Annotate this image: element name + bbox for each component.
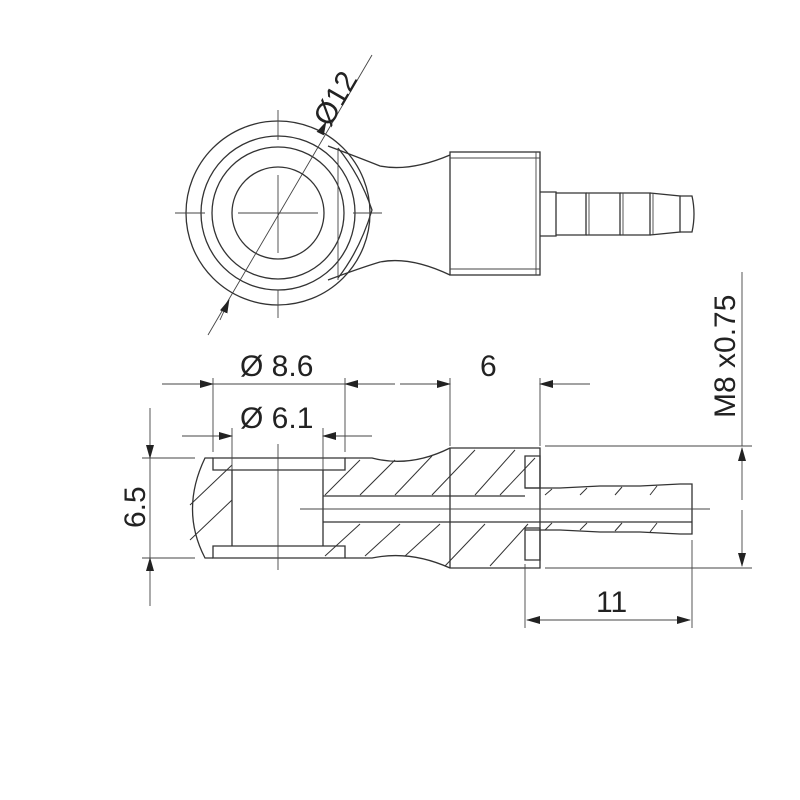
hatch-line — [324, 459, 361, 496]
hatch-line — [359, 459, 396, 496]
hatch-line — [431, 449, 476, 496]
hatch-line — [579, 487, 588, 496]
hatch-line — [579, 522, 588, 531]
hatch-line — [324, 523, 361, 557]
neck-bottom — [327, 259, 451, 281]
thread-spec-label: M8 x0.75 — [709, 295, 742, 418]
section-view — [189, 444, 710, 570]
top-view: Ø12 — [175, 54, 695, 336]
thread-block — [449, 151, 541, 276]
section-hatching — [189, 449, 658, 567]
hatch-line — [544, 488, 553, 496]
hatch-line — [364, 523, 401, 557]
barb-length-label: 11 — [596, 586, 627, 619]
hatch-line — [394, 455, 433, 496]
bore-circle — [231, 166, 325, 260]
ring-thickness-label: 6.5 — [119, 486, 152, 528]
hatch-line — [474, 449, 516, 496]
hatch-line — [649, 485, 658, 496]
hatch-line — [444, 523, 486, 567]
thread-length-label: 6 — [480, 350, 497, 383]
inner-ring — [211, 146, 345, 280]
barb — [540, 191, 557, 237]
hatch-line — [404, 523, 441, 557]
hatch-line — [649, 522, 658, 533]
hatch-line — [614, 522, 623, 532]
bore-outer-diameter-label: Ø 8.6 — [240, 350, 313, 383]
hatch-line — [499, 457, 536, 496]
hatch-line — [544, 522, 553, 531]
hatch-line — [189, 499, 233, 541]
dimensions: Ø 8.6 Ø 6.1 6 6.5 M8 x0.75 11 — [119, 272, 752, 628]
diameter-leader — [207, 54, 373, 336]
hatch-line — [489, 523, 529, 567]
outer-diameter-label: Ø12 — [307, 66, 364, 132]
hatch-line — [614, 486, 623, 496]
bore-inner-diameter-label: Ø 6.1 — [240, 402, 313, 435]
neck-top — [327, 145, 451, 169]
hatch-line — [189, 464, 233, 506]
